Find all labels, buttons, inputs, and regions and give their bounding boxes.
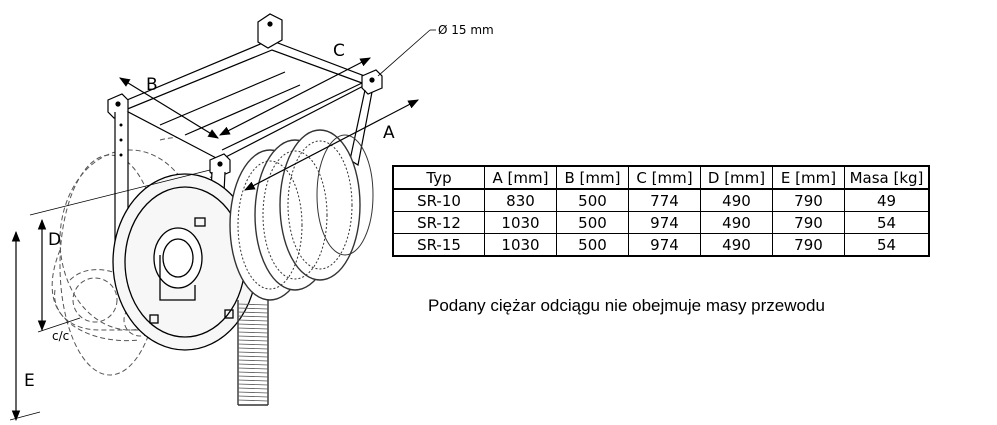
hose-rib	[237, 347, 269, 350]
weight-note: Podany ciężar odciągu nie obejmuje masy …	[428, 296, 825, 315]
table-cell: 974	[628, 211, 701, 234]
hose-rib	[237, 315, 269, 318]
col-header: B [mm]	[556, 165, 629, 190]
hose-rib	[237, 319, 269, 322]
col-header: D [mm]	[700, 165, 773, 190]
hose-rib	[237, 307, 269, 310]
hose-rib	[237, 387, 269, 390]
col-header: Masa [kg]	[844, 165, 930, 190]
table-cell: 790	[772, 188, 845, 212]
table-cell: 54	[844, 233, 930, 257]
table-cell: 490	[700, 211, 773, 234]
table-cell: SR-12	[392, 211, 485, 234]
dim-label-c: C	[333, 41, 345, 61]
hose-rib	[237, 391, 269, 394]
table-cell: 500	[556, 188, 629, 212]
dim-label-d: D	[48, 230, 61, 250]
dimension-lines	[9, 29, 436, 422]
hose-rib	[237, 339, 269, 342]
table-cell: 54	[844, 211, 930, 234]
hose-rib	[237, 355, 269, 358]
table-cell: 1030	[484, 233, 557, 257]
table-cell: SR-15	[392, 233, 485, 257]
hose-rib	[237, 331, 269, 334]
hose-rib	[237, 383, 269, 386]
hose-rib	[237, 335, 269, 338]
hose-rib	[237, 367, 269, 370]
hose-rib	[237, 323, 269, 326]
col-header: Typ	[392, 165, 485, 190]
hose-rib	[237, 351, 269, 354]
table-cell: 1030	[484, 211, 557, 234]
table-header-row: Typ A [mm] B [mm] C [mm] D [mm] E [mm] M…	[392, 165, 930, 190]
table-cell: 790	[772, 211, 845, 234]
hose-rib	[237, 379, 269, 382]
hole-diameter-label: Ø 15 mm	[438, 23, 494, 37]
table-cell: 830	[484, 188, 557, 212]
col-header: E [mm]	[772, 165, 845, 190]
table-cell: 490	[700, 188, 773, 212]
hose-rib	[237, 395, 269, 398]
dim-label-cc: c/c	[52, 329, 69, 343]
hose-rib	[237, 371, 269, 374]
table-cell: 974	[628, 233, 701, 257]
table-row: SR-12 1030 500 974 490 790 54	[392, 211, 930, 234]
hose-rib	[237, 343, 269, 346]
hose-rib	[237, 327, 269, 330]
table-cell: 790	[772, 233, 845, 257]
table-row: SR-10 830 500 774 490 790 49	[392, 188, 930, 212]
table-cell: 500	[556, 233, 629, 257]
dim-label-b: B	[146, 75, 158, 95]
hose-rib	[237, 303, 269, 306]
hose-coils	[229, 129, 374, 406]
table-cell: 500	[556, 211, 629, 234]
hose-rib	[237, 359, 269, 362]
hose-ribs	[237, 303, 269, 402]
hose-rib	[237, 375, 269, 378]
dim-label-a: A	[383, 123, 395, 143]
hose-rib	[237, 363, 269, 366]
hose-rib	[237, 399, 269, 402]
spec-table: Typ A [mm] B [mm] C [mm] D [mm] E [mm] M…	[392, 165, 930, 257]
col-header: A [mm]	[484, 165, 557, 190]
table-cell: 490	[700, 233, 773, 257]
col-header: C [mm]	[628, 165, 701, 190]
reel-drum	[112, 173, 258, 351]
table-cell: 774	[628, 188, 701, 212]
hose-rib	[237, 311, 269, 314]
table-cell: SR-10	[392, 188, 485, 212]
table-row: SR-15 1030 500 974 490 790 54	[392, 233, 930, 257]
dim-label-e: E	[24, 371, 35, 391]
table-cell: 49	[844, 188, 930, 212]
